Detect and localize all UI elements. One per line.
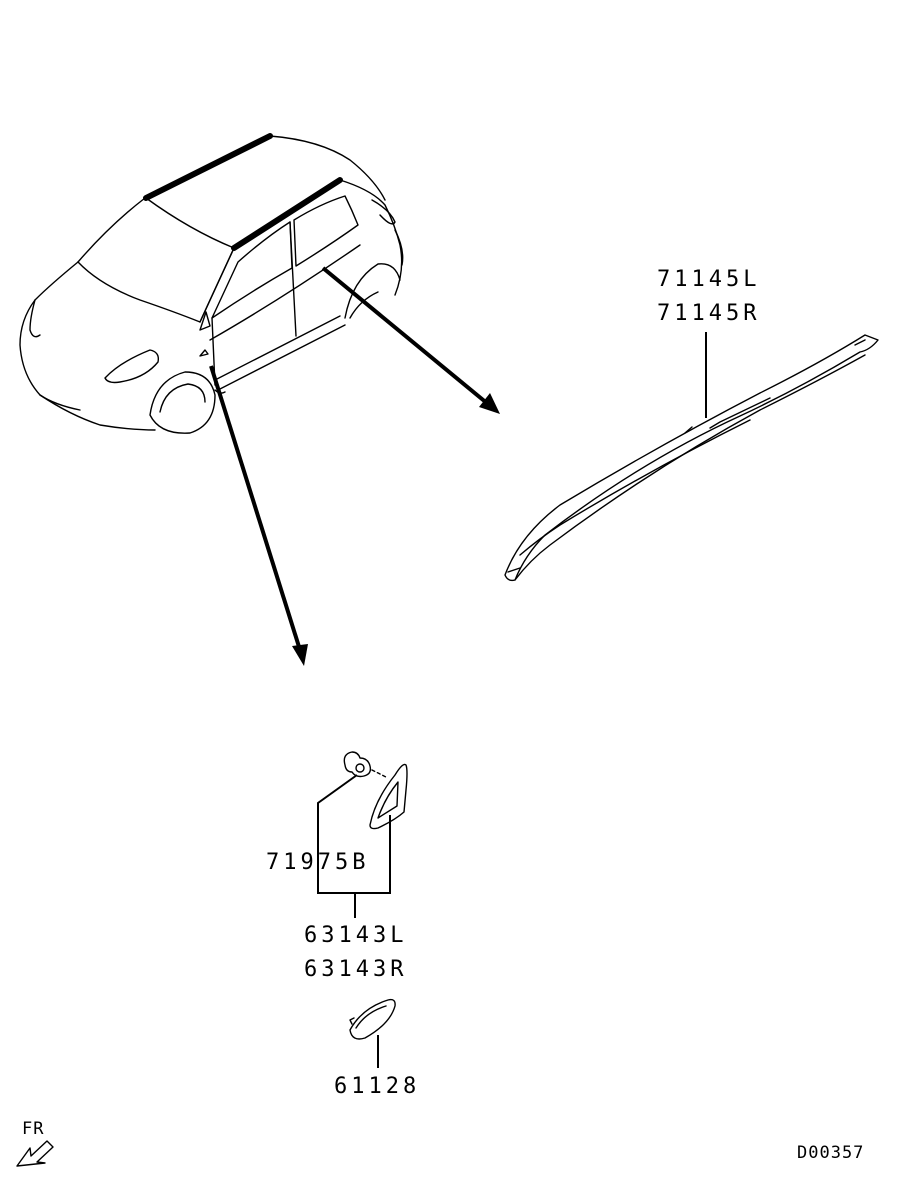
part-label-63143r: 63143R [304,957,407,982]
side-marker-part [349,998,396,1040]
part-label-71145l: 71145L [657,267,760,292]
roof-molding-part [504,334,879,582]
garnish-part [369,763,408,830]
part-label-71975b: 71975B [266,850,369,875]
front-direction-label: FR [22,1119,44,1139]
leader-bracket-garnish [317,774,391,918]
diagram-code: D00357 [797,1143,864,1163]
part-label-61128: 61128 [334,1074,420,1099]
part-label-71145r: 71145R [657,301,760,326]
arrow-down-left-icon [16,1140,54,1167]
clip-part [343,751,389,779]
pointer-arrow-roof [321,266,500,414]
pointer-arrow-garnish [209,365,308,666]
part-label-63143l: 63143L [304,923,407,948]
car-illustration [19,133,404,434]
roof-molding-mark [143,133,273,201]
